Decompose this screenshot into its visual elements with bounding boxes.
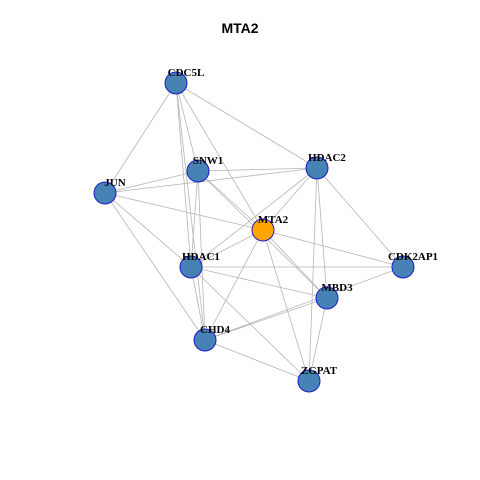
edge-layer bbox=[104, 82, 404, 382]
edge-hdac2-hdac1 bbox=[190, 167, 318, 268]
edge-hdac1-mbd3 bbox=[190, 266, 328, 299]
node-label-cdk2ap1: CDK2AP1 bbox=[388, 251, 438, 263]
node-label-zgpat: ZGPAT bbox=[301, 365, 338, 377]
edge-mta2-mbd3 bbox=[262, 229, 328, 299]
edge-snw1-mta2 bbox=[197, 170, 264, 231]
node-chd4 bbox=[193, 328, 217, 352]
edge-cdc5l-hdac2 bbox=[175, 82, 318, 169]
figure-title: MTA2 bbox=[221, 20, 259, 36]
node-zgpat bbox=[297, 369, 321, 393]
edge-cdc5l-snw1 bbox=[175, 82, 199, 172]
edge-cdk2ap1-chd4 bbox=[204, 266, 404, 341]
node-mbd3 bbox=[315, 286, 339, 310]
edge-mbd3-zgpat bbox=[308, 297, 328, 382]
node-label-hdac1: HDAC1 bbox=[182, 251, 220, 263]
edge-hdac2-mta2 bbox=[262, 167, 318, 231]
edge-snw1-chd4 bbox=[197, 170, 206, 341]
edge-mbd3-chd4 bbox=[204, 297, 328, 341]
edge-hdac2-jun bbox=[104, 167, 318, 194]
edge-jun-mta2 bbox=[104, 192, 264, 231]
edge-chd4-zgpat bbox=[204, 339, 310, 382]
edge-jun-chd4 bbox=[104, 192, 206, 341]
node-label-cdc5l: CDC5L bbox=[168, 67, 205, 79]
edge-mta2-cdk2ap1 bbox=[262, 229, 404, 268]
node-label-snw1: SNW1 bbox=[193, 155, 224, 167]
edge-snw1-jun bbox=[104, 170, 199, 194]
node-jun bbox=[93, 181, 117, 205]
edge-cdc5l-mta2 bbox=[175, 82, 264, 231]
node-label-mta2: MTA2 bbox=[258, 214, 289, 226]
node-label-hdac2: HDAC2 bbox=[308, 152, 346, 164]
node-hdac1 bbox=[179, 255, 203, 279]
edge-mta2-chd4 bbox=[204, 229, 264, 341]
node-label-mbd3: MBD3 bbox=[321, 282, 353, 294]
edge-mta2-hdac1 bbox=[190, 229, 264, 268]
edge-hdac1-chd4 bbox=[190, 266, 206, 341]
edge-cdc5l-hdac1 bbox=[175, 82, 192, 268]
edge-hdac2-cdk2ap1 bbox=[316, 167, 404, 268]
node-label-jun: JUN bbox=[104, 177, 125, 189]
edge-jun-hdac1 bbox=[104, 192, 192, 268]
edge-hdac2-zgpat bbox=[308, 167, 318, 382]
edge-cdc5l-chd4 bbox=[175, 82, 206, 341]
node-layer bbox=[93, 71, 415, 393]
node-mta2 bbox=[251, 218, 275, 242]
node-cdk2ap1 bbox=[391, 255, 415, 279]
edge-snw1-hdac1 bbox=[190, 170, 199, 268]
edge-snw1-hdac2 bbox=[197, 167, 318, 172]
node-snw1 bbox=[186, 159, 210, 183]
node-hdac2 bbox=[305, 156, 329, 180]
edge-cdc5l-jun bbox=[104, 82, 177, 194]
edge-hdac1-zgpat bbox=[190, 266, 310, 382]
node-cdc5l bbox=[164, 71, 188, 95]
node-label-chd4: CHD4 bbox=[200, 324, 230, 336]
edge-hdac2-mbd3 bbox=[316, 167, 328, 299]
edge-mta2-zgpat bbox=[262, 229, 310, 382]
